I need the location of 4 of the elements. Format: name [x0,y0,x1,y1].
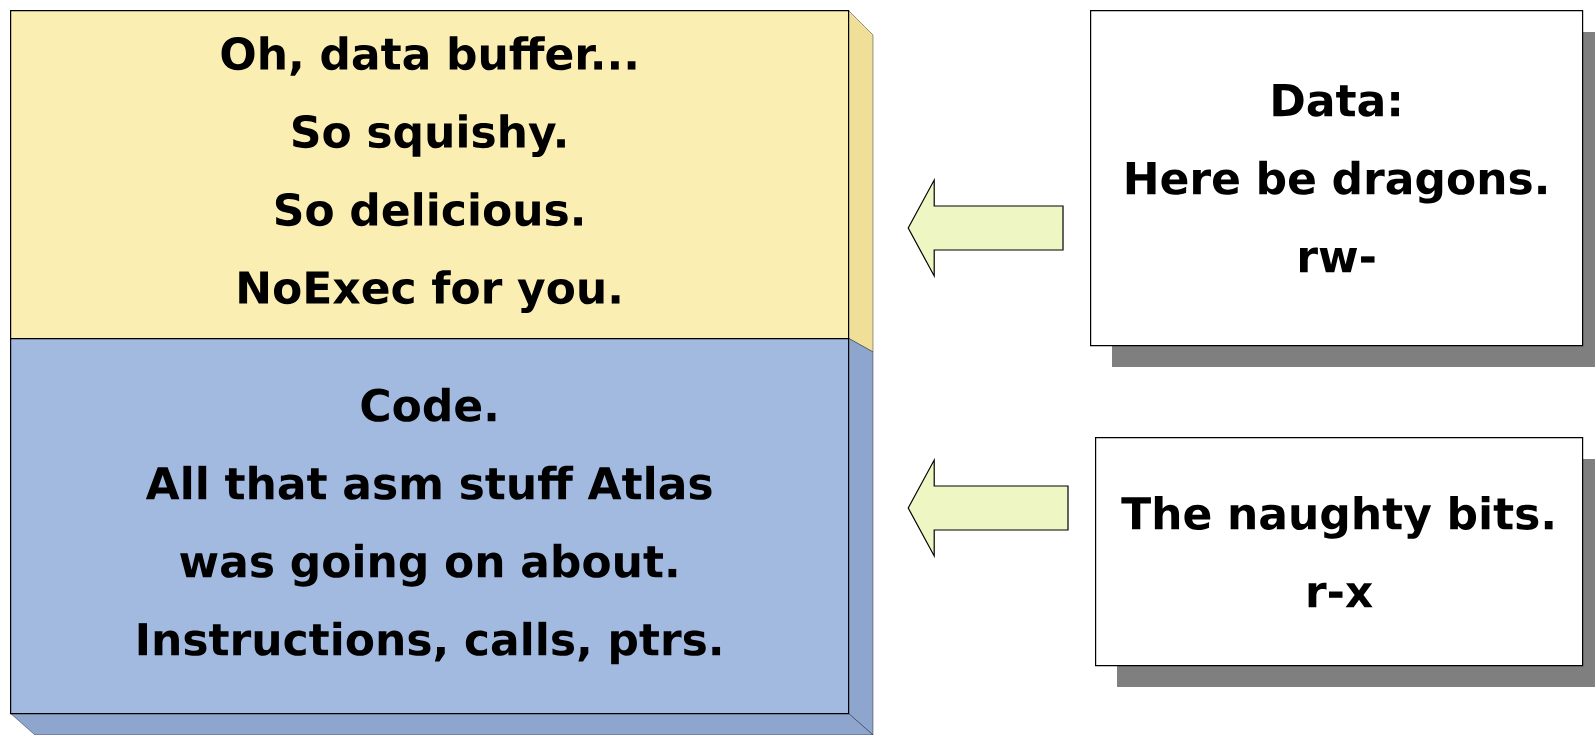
memory-block: Oh, data buffer... So squishy. So delicious. NoExec for you. [10,9,874,353]
text-box: Data: Here be dragons. rw- [1090,10,1595,367]
text-box: The naughty bits. r-x [1095,437,1595,687]
memory-block: Code. All that asm stuff Atlas was going on about. Instructions, calls, ptrs. [9,337,874,735]
